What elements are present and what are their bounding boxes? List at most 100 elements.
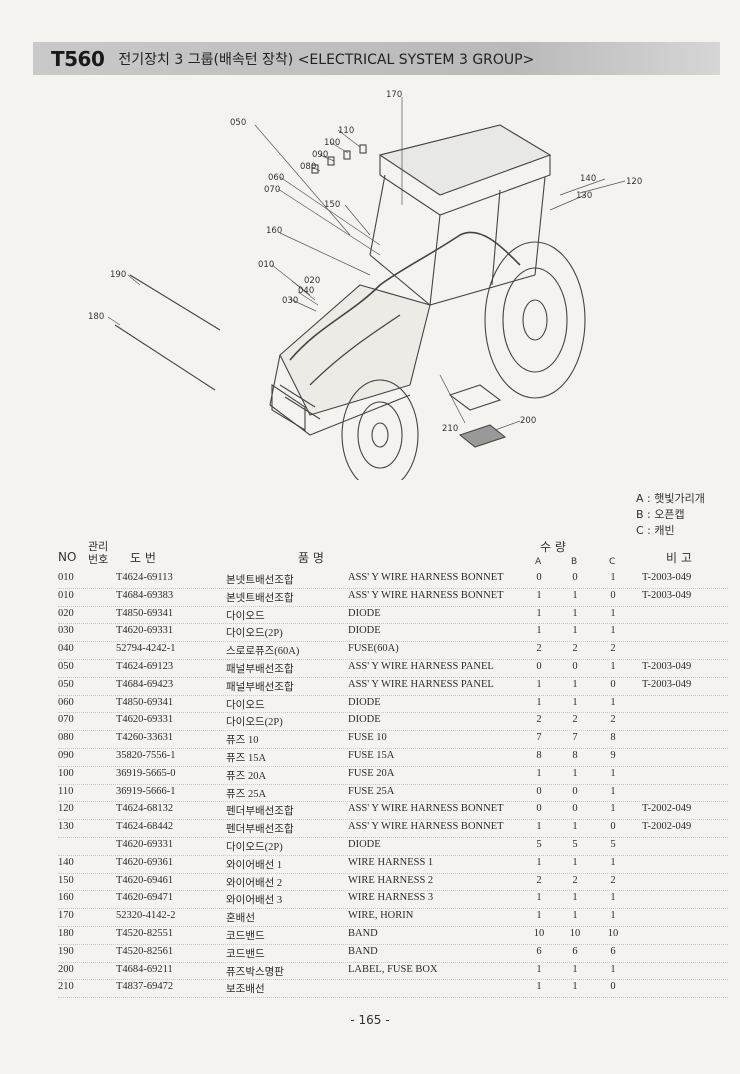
part-number: T4684-69383 <box>116 589 174 601</box>
remark: T-2003-049 <box>642 660 692 672</box>
callout-label: 200 <box>520 416 536 426</box>
row-number: 140 <box>58 856 74 868</box>
callout-label: 100 <box>324 138 340 148</box>
qty-a: 0 <box>536 572 542 583</box>
legend: A : 햇빛가리개 B : 오픈캡 C : 캐빈 <box>636 491 705 539</box>
callout-label: 040 <box>298 286 314 296</box>
callout-label: 110 <box>338 126 354 136</box>
remark: T-2003-049 <box>642 678 692 690</box>
qty-c: 1 <box>610 607 616 619</box>
korean-name: 다이오드 <box>226 610 265 622</box>
page-header: T560 전기장치 3 그룹(배속턴 장착) <ELECTRICAL SYSTE… <box>33 42 720 75</box>
english-name: ASS' Y WIRE HARNESS PANEL <box>348 678 494 690</box>
english-name: ASS' Y WIRE HARNESS BONNET <box>348 572 504 583</box>
qty-b: 0 <box>572 572 578 583</box>
qty-b: 0 <box>572 785 578 797</box>
header-no: NO <box>58 550 77 564</box>
qty-b: 1 <box>572 856 578 868</box>
qty-a: 1 <box>536 981 542 993</box>
qty-c: 1 <box>610 767 616 779</box>
qty-a: 2 <box>536 714 542 726</box>
callout-label: 180 <box>88 312 104 322</box>
row-number: 120 <box>58 803 74 815</box>
english-name: FUSE 20A <box>348 767 395 779</box>
english-name: DIODE <box>348 696 381 708</box>
qty-b: 1 <box>572 963 578 975</box>
legend-c: C : 캐빈 <box>636 524 675 537</box>
qty-b: 1 <box>572 696 578 708</box>
qty-c: 2 <box>610 643 616 655</box>
english-name: BAND <box>348 945 378 957</box>
qty-c: 1 <box>610 803 616 815</box>
english-name: FUSE 10 <box>348 732 387 744</box>
model-label: T560 <box>51 46 105 71</box>
part-number: T4620-69361 <box>116 856 174 868</box>
header-mgmt-top: 관리 <box>88 540 109 553</box>
callout-label: 210 <box>442 424 458 434</box>
group-title: 전기장치 3 그룹(배속턴 장착) <ELECTRICAL SYSTEM 3 G… <box>118 51 535 68</box>
tractor-illustration <box>114 124 586 480</box>
row-number: 010 <box>58 589 74 601</box>
korean-name: 패널부배선조합 <box>226 663 294 675</box>
qty-a: 2 <box>536 643 542 655</box>
qty-c: 9 <box>610 749 616 761</box>
row-number: 010 <box>58 572 74 583</box>
part-number: T4520-82551 <box>116 927 174 939</box>
row-number: 180 <box>58 927 74 939</box>
korean-name: 와이어배선 1 <box>226 859 283 871</box>
korean-name: 본넷트배선조합 <box>226 592 294 604</box>
row-number: 190 <box>58 945 74 957</box>
qty-c: 1 <box>610 660 616 672</box>
korean-name: 코드밴드 <box>226 948 265 960</box>
qty-b: 1 <box>572 678 578 690</box>
part-number: T4684-69211 <box>116 963 173 975</box>
qty-b: 1 <box>572 589 578 601</box>
qty-a: 1 <box>536 892 542 904</box>
qty-b: 6 <box>572 945 578 957</box>
row-number: 100 <box>58 767 74 779</box>
korean-name: 퓨즈박스명판 <box>226 966 284 978</box>
part-number: 36919-5665-0 <box>116 767 176 779</box>
qty-a: 2 <box>536 874 542 886</box>
row-number: 110 <box>58 785 74 797</box>
english-name: FUSE 25A <box>348 785 395 797</box>
korean-name: 다이오드(2P) <box>226 841 283 853</box>
korean-name: 다이오드(2P) <box>226 717 283 729</box>
header-qty-c: C <box>609 557 616 567</box>
english-name: FUSE 15A <box>348 749 395 761</box>
remark: T-2003-049 <box>642 572 692 583</box>
header-remark: 비 고 <box>666 551 692 565</box>
qty-a: 1 <box>536 910 542 922</box>
qty-c: 0 <box>610 678 616 690</box>
header-part-no: 도 번 <box>130 551 156 565</box>
row-number: 060 <box>58 696 74 708</box>
callout-label: 140 <box>580 174 596 184</box>
korean-name: 혼배선 <box>226 913 255 925</box>
qty-c: 10 <box>607 927 619 939</box>
part-number: T4620-69461 <box>116 874 174 886</box>
header-mgmt-bottom: 번호 <box>88 553 109 566</box>
english-name: BAND <box>348 927 378 939</box>
qty-a: 6 <box>536 945 542 957</box>
qty-a: 1 <box>536 589 542 601</box>
part-number: T4260-33631 <box>116 732 174 744</box>
korean-name: 패널부배선조합 <box>226 681 294 693</box>
qty-b: 2 <box>572 714 578 726</box>
qty-c: 1 <box>610 963 616 975</box>
english-name: ASS' Y WIRE HARNESS BONNET <box>348 803 504 815</box>
qty-a: 10 <box>533 927 545 939</box>
qty-b: 2 <box>572 874 578 886</box>
korean-name: 퓨즈 10 <box>226 735 259 747</box>
part-number: T4620-69331 <box>116 625 174 637</box>
qty-c: 1 <box>610 785 616 797</box>
part-number: T4624-69113 <box>116 572 173 583</box>
korean-name: 다이오드(2P) <box>226 628 283 640</box>
